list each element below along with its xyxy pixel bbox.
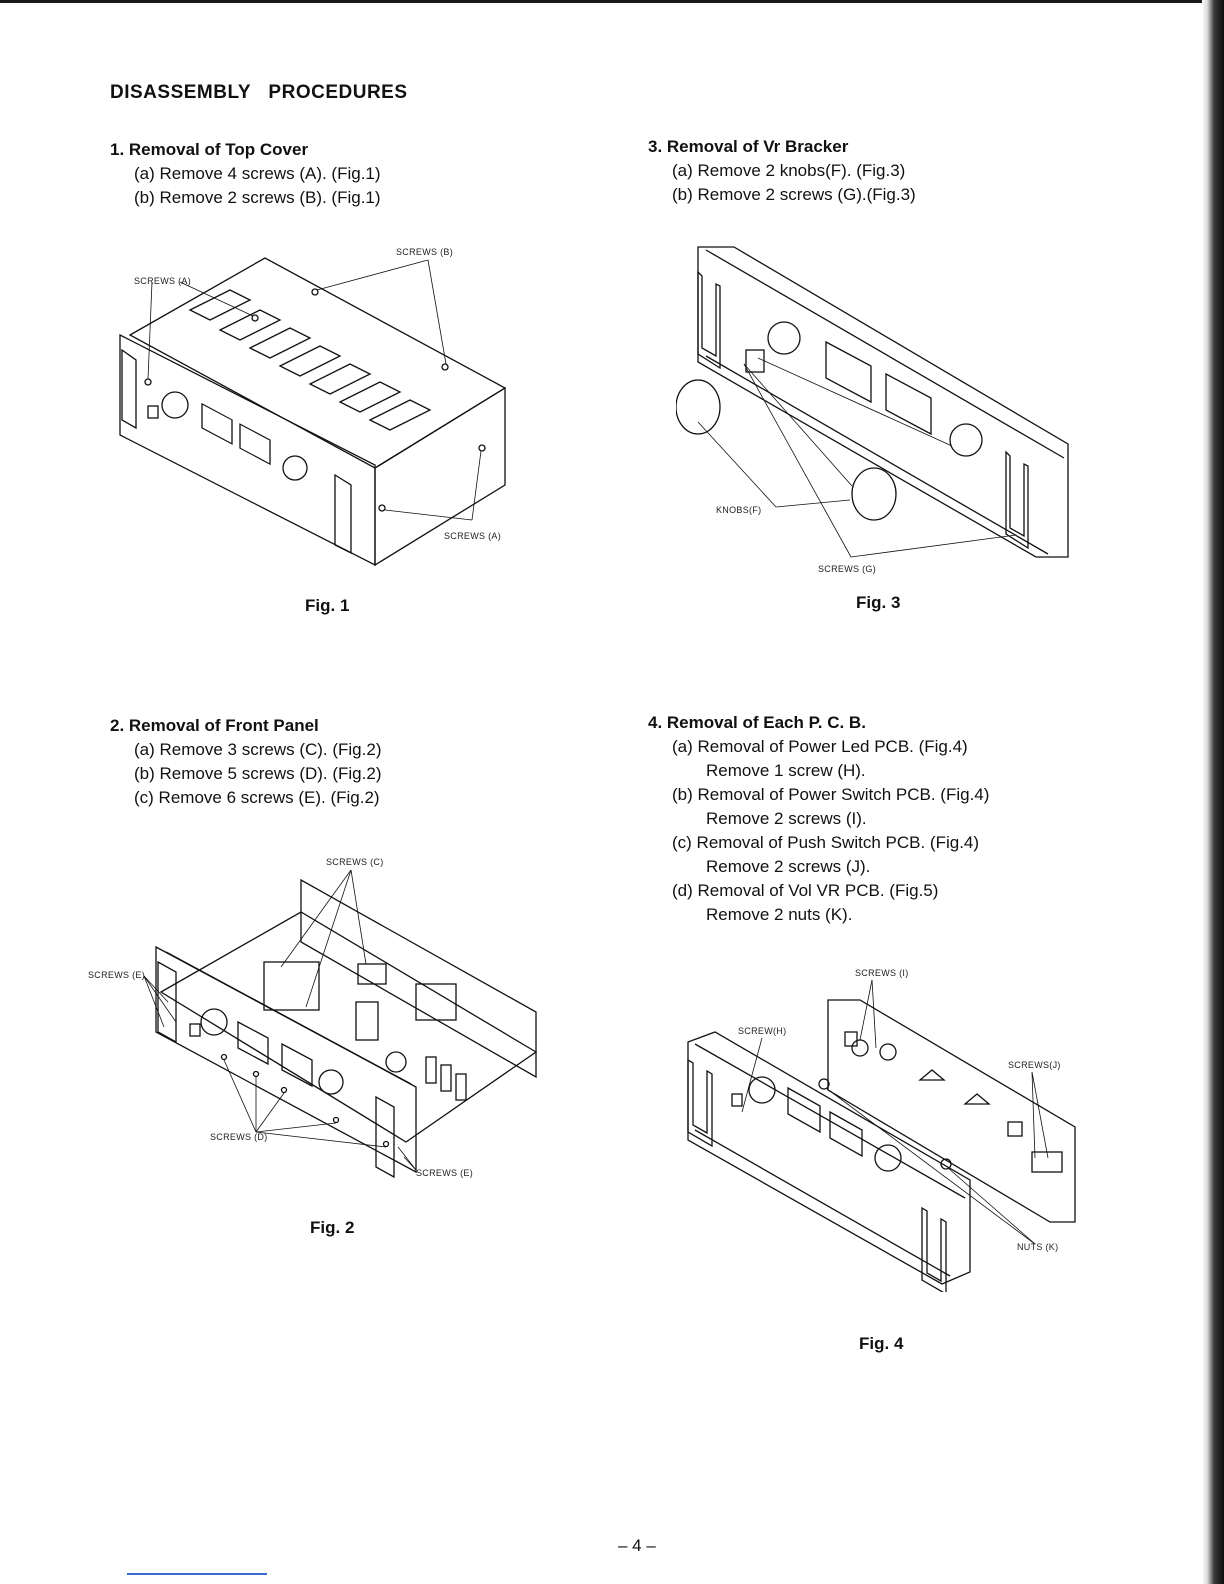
section-heading: 3. Removal of Vr Bracker	[648, 137, 849, 156]
callout-label: SCREWS (E)	[416, 1168, 473, 1178]
callout-label: SCREWS (E)	[88, 970, 145, 980]
section-heading: 1. Removal of Top Cover	[110, 140, 309, 159]
step-text: (b) Remove 2 screws (B). (Fig.1)	[134, 188, 381, 207]
step-text: (b) Remove 5 screws (D). (Fig.2)	[134, 764, 382, 783]
figure-caption: Fig. 1	[305, 596, 350, 615]
section-heading: 4. Removal of Each P. C. B.	[648, 713, 866, 732]
section-vr-bracker: 3. Removal of Vr Bracker (a) Remove 2 kn…	[648, 135, 916, 207]
page-title: DISASSEMBLY PROCEDURES	[110, 82, 408, 103]
callout-label: SCREWS (B)	[396, 247, 453, 257]
step-text: (a) Removal of Power Led PCB. (Fig.4)	[672, 737, 968, 756]
section-heading: 2. Removal of Front Panel	[110, 716, 319, 735]
section-front-panel: 2. Removal of Front Panel (a) Remove 3 s…	[110, 714, 381, 810]
callout-label: SCREWS (C)	[326, 857, 384, 867]
step-text: Remove 1 screw (H).	[706, 761, 866, 780]
figure-caption: Fig. 3	[856, 593, 901, 612]
step-text: Remove 2 nuts (K).	[706, 905, 853, 924]
callout-label: SCREWS (D)	[210, 1132, 268, 1142]
callout-label: SCREWS (A)	[444, 531, 501, 541]
callout-label: SCREW(H)	[738, 1026, 786, 1036]
step-text: (d) Removal of Vol VR PCB. (Fig.5)	[672, 881, 939, 900]
callout-label: NUTS (K)	[1017, 1242, 1058, 1252]
callout-label: SCREWS (I)	[855, 968, 909, 978]
step-text: (b) Removal of Power Switch PCB. (Fig.4)	[672, 785, 990, 804]
section-each-pcb: 4. Removal of Each P. C. B. (a) Removal …	[648, 711, 989, 927]
figure-2-diagram: SCREWS (C) SCREWS (E) SCREWS (D) SCREWS …	[86, 852, 556, 1192]
bottom-rule	[127, 1573, 267, 1575]
section-top-cover: 1. Removal of Top Cover (a) Remove 4 scr…	[110, 138, 381, 210]
callout-label: KNOBS(F)	[716, 505, 761, 515]
scan-edge-shadow	[1202, 0, 1224, 1584]
step-text: (c) Removal of Push Switch PCB. (Fig.4)	[672, 833, 980, 852]
step-text: (a) Remove 2 knobs(F). (Fig.3)	[672, 161, 906, 180]
step-text: Remove 2 screws (I).	[706, 809, 867, 828]
step-text: Remove 2 screws (J).	[706, 857, 871, 876]
step-text: (a) Remove 4 screws (A). (Fig.1)	[134, 164, 381, 183]
callout-label: SCREWS (G)	[818, 564, 876, 574]
step-text: (a) Remove 3 screws (C). (Fig.2)	[134, 740, 382, 759]
figure-caption: Fig. 4	[859, 1334, 904, 1353]
callout-label: SCREWS (A)	[134, 276, 191, 286]
figure-caption: Fig. 2	[310, 1218, 355, 1237]
figure-4-diagram: SCREWS (I) SCREW(H) SCREWS(J) NUTS (K)	[680, 962, 1080, 1292]
figure-3-diagram: KNOBS(F) SCREWS (G)	[676, 232, 1086, 582]
step-text: (b) Remove 2 screws (G).(Fig.3)	[672, 185, 916, 204]
page-top-edge	[0, 0, 1224, 3]
callout-label: SCREWS(J)	[1008, 1060, 1061, 1070]
page-number: – 4 –	[618, 1536, 656, 1555]
figure-1-diagram: SCREWS (A) SCREWS (B) SCREWS (A)	[110, 240, 530, 570]
step-text: (c) Remove 6 screws (E). (Fig.2)	[134, 788, 380, 807]
